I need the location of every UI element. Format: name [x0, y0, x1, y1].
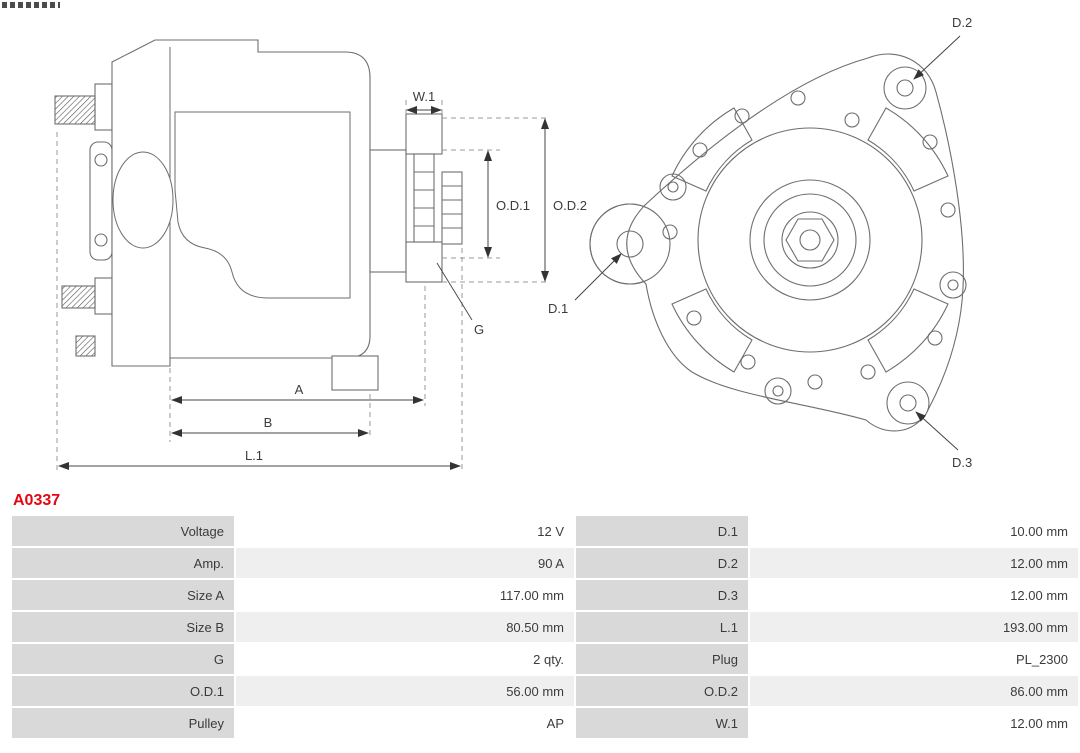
table-row: Pulley AP W.1 12.00 mm	[12, 708, 1078, 738]
spec-label-cell: Voltage	[12, 516, 234, 546]
spec-value-cell: 12 V	[236, 516, 574, 546]
spec-value-cell: 12.00 mm	[750, 708, 1078, 738]
spec-table: Voltage 12 V D.1 10.00 mm Amp. 90 A D.2 …	[10, 514, 1080, 740]
table-row: Size A 117.00 mm D.3 12.00 mm	[12, 580, 1078, 610]
spec-label-cell: Amp.	[12, 548, 234, 578]
d1-hole	[616, 230, 644, 258]
table-row: G 2 qty. Plug PL_2300	[12, 644, 1078, 674]
mounting-ear	[89, 141, 113, 261]
spec-value-cell: PL_2300	[750, 644, 1078, 674]
table-row: Voltage 12 V D.1 10.00 mm	[12, 516, 1078, 546]
spec-value-cell: AP	[236, 708, 574, 738]
spec-label-cell: Size B	[12, 612, 234, 642]
leader-lines	[574, 35, 961, 451]
table-row: Amp. 90 A D.2 12.00 mm	[12, 548, 1078, 578]
spec-label-cell: O.D.2	[576, 676, 748, 706]
spec-label-cell: O.D.1	[12, 676, 234, 706]
shaft-nut-hex	[785, 218, 835, 262]
dim-label-d1: D.1	[548, 301, 568, 316]
spec-value-cell: 56.00 mm	[236, 676, 574, 706]
spec-label-cell: D.1	[576, 516, 748, 546]
spacer	[369, 149, 407, 273]
spec-label-cell: G	[12, 644, 234, 674]
part-number: A0337	[13, 492, 61, 509]
front-view-drawing	[589, 53, 967, 432]
front-housing-outline	[626, 53, 964, 432]
table-row: Size B 80.50 mm L.1 193.00 mm	[12, 612, 1078, 642]
dim-label-a: A	[295, 382, 304, 397]
housing-step	[331, 355, 379, 391]
stud-lower	[75, 335, 96, 357]
dim-label-w1: W.1	[413, 89, 435, 104]
pulley-flange-bottom	[405, 241, 443, 283]
vent-holes	[662, 90, 956, 390]
side-view-drawing	[54, 39, 463, 391]
pulley-flange-top	[405, 113, 443, 155]
dim-label-l1: L.1	[245, 448, 263, 463]
projection-lines	[56, 100, 548, 470]
stud-bottom	[61, 285, 96, 309]
technical-drawing: W.1 O.D.1 O.D.2 G A B L.1	[54, 15, 972, 470]
spec-value-cell: 2 qty.	[236, 644, 574, 674]
spec-value-cell: 90 A	[236, 548, 574, 578]
spec-label-cell: D.2	[576, 548, 748, 578]
pulley-hub	[413, 153, 435, 243]
dim-label-od1: O.D.1	[496, 198, 530, 213]
spec-value-cell: 10.00 mm	[750, 516, 1078, 546]
spec-value-cell: 193.00 mm	[750, 612, 1078, 642]
dim-label-d3: D.3	[952, 455, 972, 470]
stud-top	[54, 95, 96, 125]
spec-value-cell: 12.00 mm	[750, 580, 1078, 610]
shaft-ribs	[441, 171, 463, 245]
spec-value-cell: 12.00 mm	[750, 548, 1078, 578]
spec-label-cell: W.1	[576, 708, 748, 738]
dim-label-g: G	[474, 322, 484, 337]
bolt-heads	[659, 173, 967, 405]
spec-label-cell: L.1	[576, 612, 748, 642]
dimension-lines	[58, 106, 549, 470]
spec-label-cell: Plug	[576, 644, 748, 674]
spec-label-cell: Size A	[12, 580, 234, 610]
spec-value-cell: 86.00 mm	[750, 676, 1078, 706]
spec-value-cell: 80.50 mm	[236, 612, 574, 642]
spec-label-cell: D.3	[576, 580, 748, 610]
front-bracket-contour	[174, 111, 351, 299]
corner-artifact	[2, 2, 60, 8]
table-row: O.D.1 56.00 mm O.D.2 86.00 mm	[12, 676, 1078, 706]
dim-label-od2: O.D.2	[553, 198, 587, 213]
spec-value-cell: 117.00 mm	[236, 580, 574, 610]
dim-label-b: B	[264, 415, 273, 430]
dim-label-d2: D.2	[952, 15, 972, 30]
spec-label-cell: Pulley	[12, 708, 234, 738]
